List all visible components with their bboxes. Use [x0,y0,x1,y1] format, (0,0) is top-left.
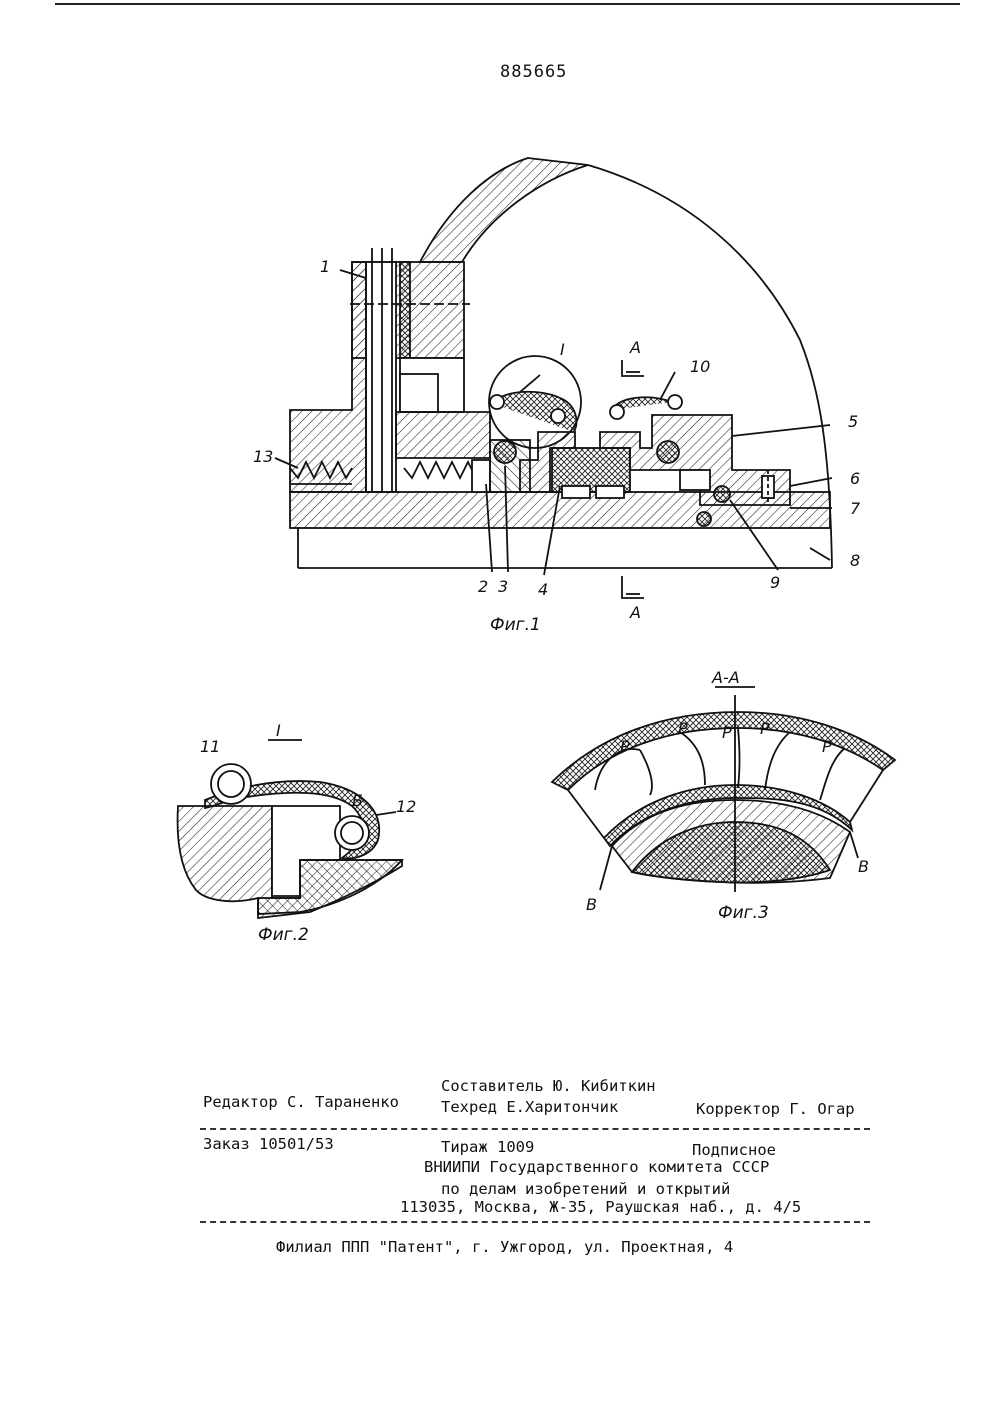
label-B-cyr: Б [352,791,363,810]
label-5: 5 [848,412,858,431]
label-2: 2 [478,577,488,596]
fig2-caption: Фиг.2 [258,925,309,945]
fig3-caption: Фиг.3 [718,903,769,923]
colophon-circulation: Тираж 1009 [441,1138,534,1156]
label-V-right: В [858,857,869,876]
colophon-editor: Редактор С. Тараненко [203,1093,399,1111]
label-3: 3 [498,577,508,596]
divider-dashed-1 [200,1128,870,1130]
figures-drawing: 1 13 2 3 4 I A A 10 5 6 7 8 9 Фиг.1 I 11… [0,0,1000,1000]
label-P-5: P [822,737,832,756]
colophon-techred: Техред Е.Харитончик [441,1098,618,1116]
divider-dashed-2 [200,1221,870,1223]
colophon-org-line1: ВНИИПИ Государственного комитета СССР [424,1158,769,1176]
colophon-order: Заказ 10501/53 [203,1135,334,1153]
label-P-3: P [722,723,732,742]
label-P-1: P [620,737,630,756]
label-10: 10 [690,357,710,376]
label-7: 7 [850,499,861,518]
label-12: 12 [396,797,416,816]
label-section-A-bottom: A [629,603,641,622]
label-1: 1 [320,257,330,276]
colophon-branch: Филиал ППП "Патент", г. Ужгород, ул. Про… [276,1238,733,1256]
colophon-address: 113035, Москва, Ж-35, Раушская наб., д. … [400,1198,801,1216]
fig2-drawing [178,740,402,918]
label-9: 9 [770,573,780,592]
label-V-left: В [586,895,597,914]
fig1-drawing [275,158,832,598]
label-4: 4 [538,580,548,599]
fig1-caption: Фиг.1 [490,615,541,635]
colophon-subscription: Подписное [692,1141,776,1159]
fig3-title: А-А [711,668,740,687]
colophon-corrector: Корректор Г. Огар [696,1100,855,1118]
colophon-compiler: Составитель Ю. Кибиткин [441,1077,656,1095]
label-13: 13 [253,447,273,466]
label-11: 11 [200,737,220,756]
label-6: 6 [850,469,860,488]
label-section-A-top: A [629,338,641,357]
label-detail-I: I [560,340,565,359]
fig2-title: I [276,721,281,740]
label-P-4: P [760,719,770,738]
fig3-drawing [552,687,895,892]
label-P-2: P [678,719,688,738]
colophon-org-line2: по делам изобретений и открытий [441,1180,730,1198]
label-8: 8 [850,551,860,570]
